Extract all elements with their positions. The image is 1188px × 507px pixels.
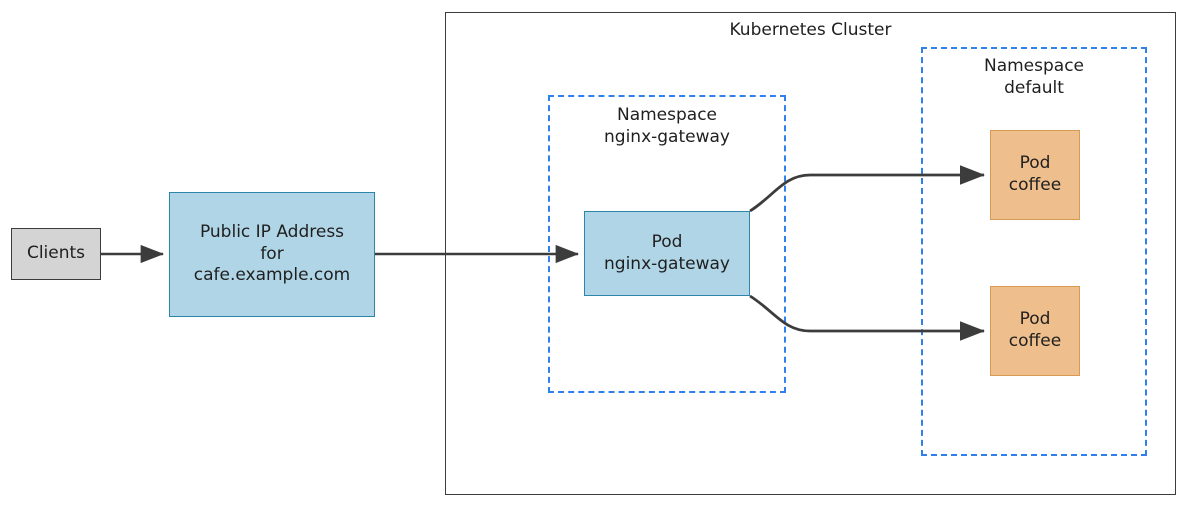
namespace-nginx-gateway-boundary	[548, 95, 786, 393]
node-pod-nginx-gateway[interactable]: Pod nginx-gateway	[584, 211, 750, 296]
node-pod-coffee-2[interactable]: Pod coffee	[990, 286, 1080, 376]
node-pod-coffee-2-label: Pod coffee	[1008, 309, 1062, 351]
node-pod-nginx-gateway-label: Pod nginx-gateway	[604, 231, 730, 274]
kubernetes-cluster-title: Kubernetes Cluster	[729, 20, 892, 40]
node-pod-coffee-1-label: Pod coffee	[1008, 153, 1062, 195]
namespace-default-title: Namespace default	[983, 56, 1085, 99]
node-public-ip-address-label: Public IP Address for cafe.example.com	[193, 221, 351, 286]
node-public-ip-address[interactable]: Public IP Address for cafe.example.com	[169, 192, 375, 317]
namespace-nginx-gateway-title: Namespace nginx-gateway	[604, 105, 730, 148]
node-clients-label: Clients	[26, 243, 86, 264]
node-clients[interactable]: Clients	[11, 228, 101, 280]
namespace-default-boundary	[921, 47, 1147, 456]
node-pod-coffee-1[interactable]: Pod coffee	[990, 130, 1080, 220]
